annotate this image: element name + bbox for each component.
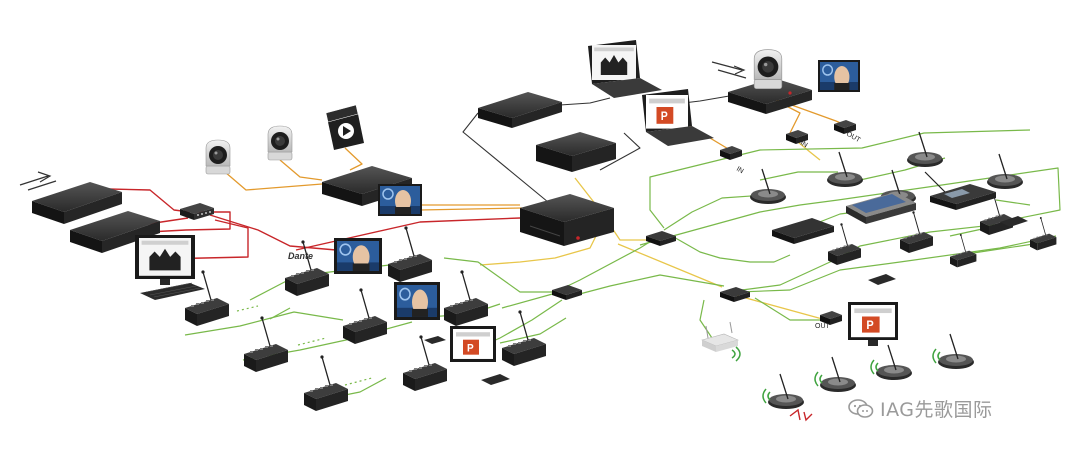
control-pc-monitor	[135, 235, 205, 300]
wifi-signal-icons	[762, 348, 941, 404]
expansion-unit	[536, 132, 616, 172]
disc-mic	[749, 168, 787, 205]
touch-screen-unit	[846, 192, 916, 224]
unit-display-3	[450, 326, 496, 362]
presentation-monitor	[848, 302, 898, 346]
video-display-1	[378, 184, 422, 216]
disc-mic	[986, 153, 1024, 190]
ptz-camera-3	[753, 49, 783, 90]
delegate-unit	[443, 269, 489, 327]
laptop-presentation	[642, 89, 714, 146]
top-rack-unit	[478, 92, 562, 128]
network-switch	[180, 203, 214, 220]
left-arrow-icon	[19, 171, 57, 191]
chairman-units	[772, 171, 1057, 285]
left-rack-group	[19, 171, 214, 300]
ptz-camera-1	[205, 139, 231, 175]
chairman-unit	[772, 218, 834, 244]
top-right-arrow-icon	[711, 61, 747, 79]
wifi-signal-icon	[731, 346, 741, 362]
rack-unit-2	[70, 211, 160, 253]
ptz-camera-2	[267, 125, 293, 161]
junction-splitter-3	[720, 287, 750, 302]
delegate-unit-right	[1029, 216, 1057, 251]
io-label-in-2: IN	[799, 140, 809, 150]
dante-logo: Dante	[288, 251, 313, 261]
watermark-text: IAG先歌国际	[880, 399, 993, 421]
wireless-mic	[875, 344, 913, 381]
chat-bubble-icon	[848, 398, 874, 418]
delegate-unit	[303, 354, 349, 412]
wireless-mic	[937, 333, 975, 370]
junction-splitter-1	[552, 285, 582, 300]
disc-mic	[906, 131, 944, 168]
flat-pad-right	[868, 216, 1028, 285]
laptop-top	[588, 40, 662, 98]
io-label-out-2: OUT	[815, 323, 831, 330]
wireless-mic	[767, 373, 805, 410]
unit-display-2	[394, 282, 440, 320]
watermark: IAG先歌国际	[848, 395, 993, 422]
delegate-unit	[402, 334, 448, 392]
central-control-unit	[520, 194, 614, 246]
junction-splitter-2	[646, 231, 676, 246]
video-display-2	[818, 60, 860, 92]
io-box-out-2	[820, 311, 842, 325]
flat-pads	[424, 336, 510, 385]
clapper-icon	[325, 104, 364, 150]
io-box-in-1	[720, 146, 742, 160]
delegate-unit	[243, 315, 289, 373]
chairman-unit	[924, 171, 996, 210]
unit-display-1	[334, 238, 382, 274]
camera-base-box	[728, 78, 812, 114]
delegate-unit	[387, 225, 433, 283]
wireless-mic	[819, 356, 857, 393]
green-cables	[184, 129, 1061, 399]
io-box-in-2	[786, 130, 808, 144]
wireless-mics	[762, 333, 975, 422]
delegate-unit	[342, 287, 388, 345]
io-box-out-1	[834, 120, 856, 134]
delegate-unit-right	[949, 233, 977, 268]
io-label-out-1: OUT	[845, 131, 862, 145]
io-label-in-1: IN	[735, 166, 745, 176]
red-accent-mark	[789, 408, 813, 422]
disc-mic	[826, 151, 864, 188]
wifi-access-point	[701, 321, 741, 362]
rack-unit-1	[32, 182, 122, 224]
